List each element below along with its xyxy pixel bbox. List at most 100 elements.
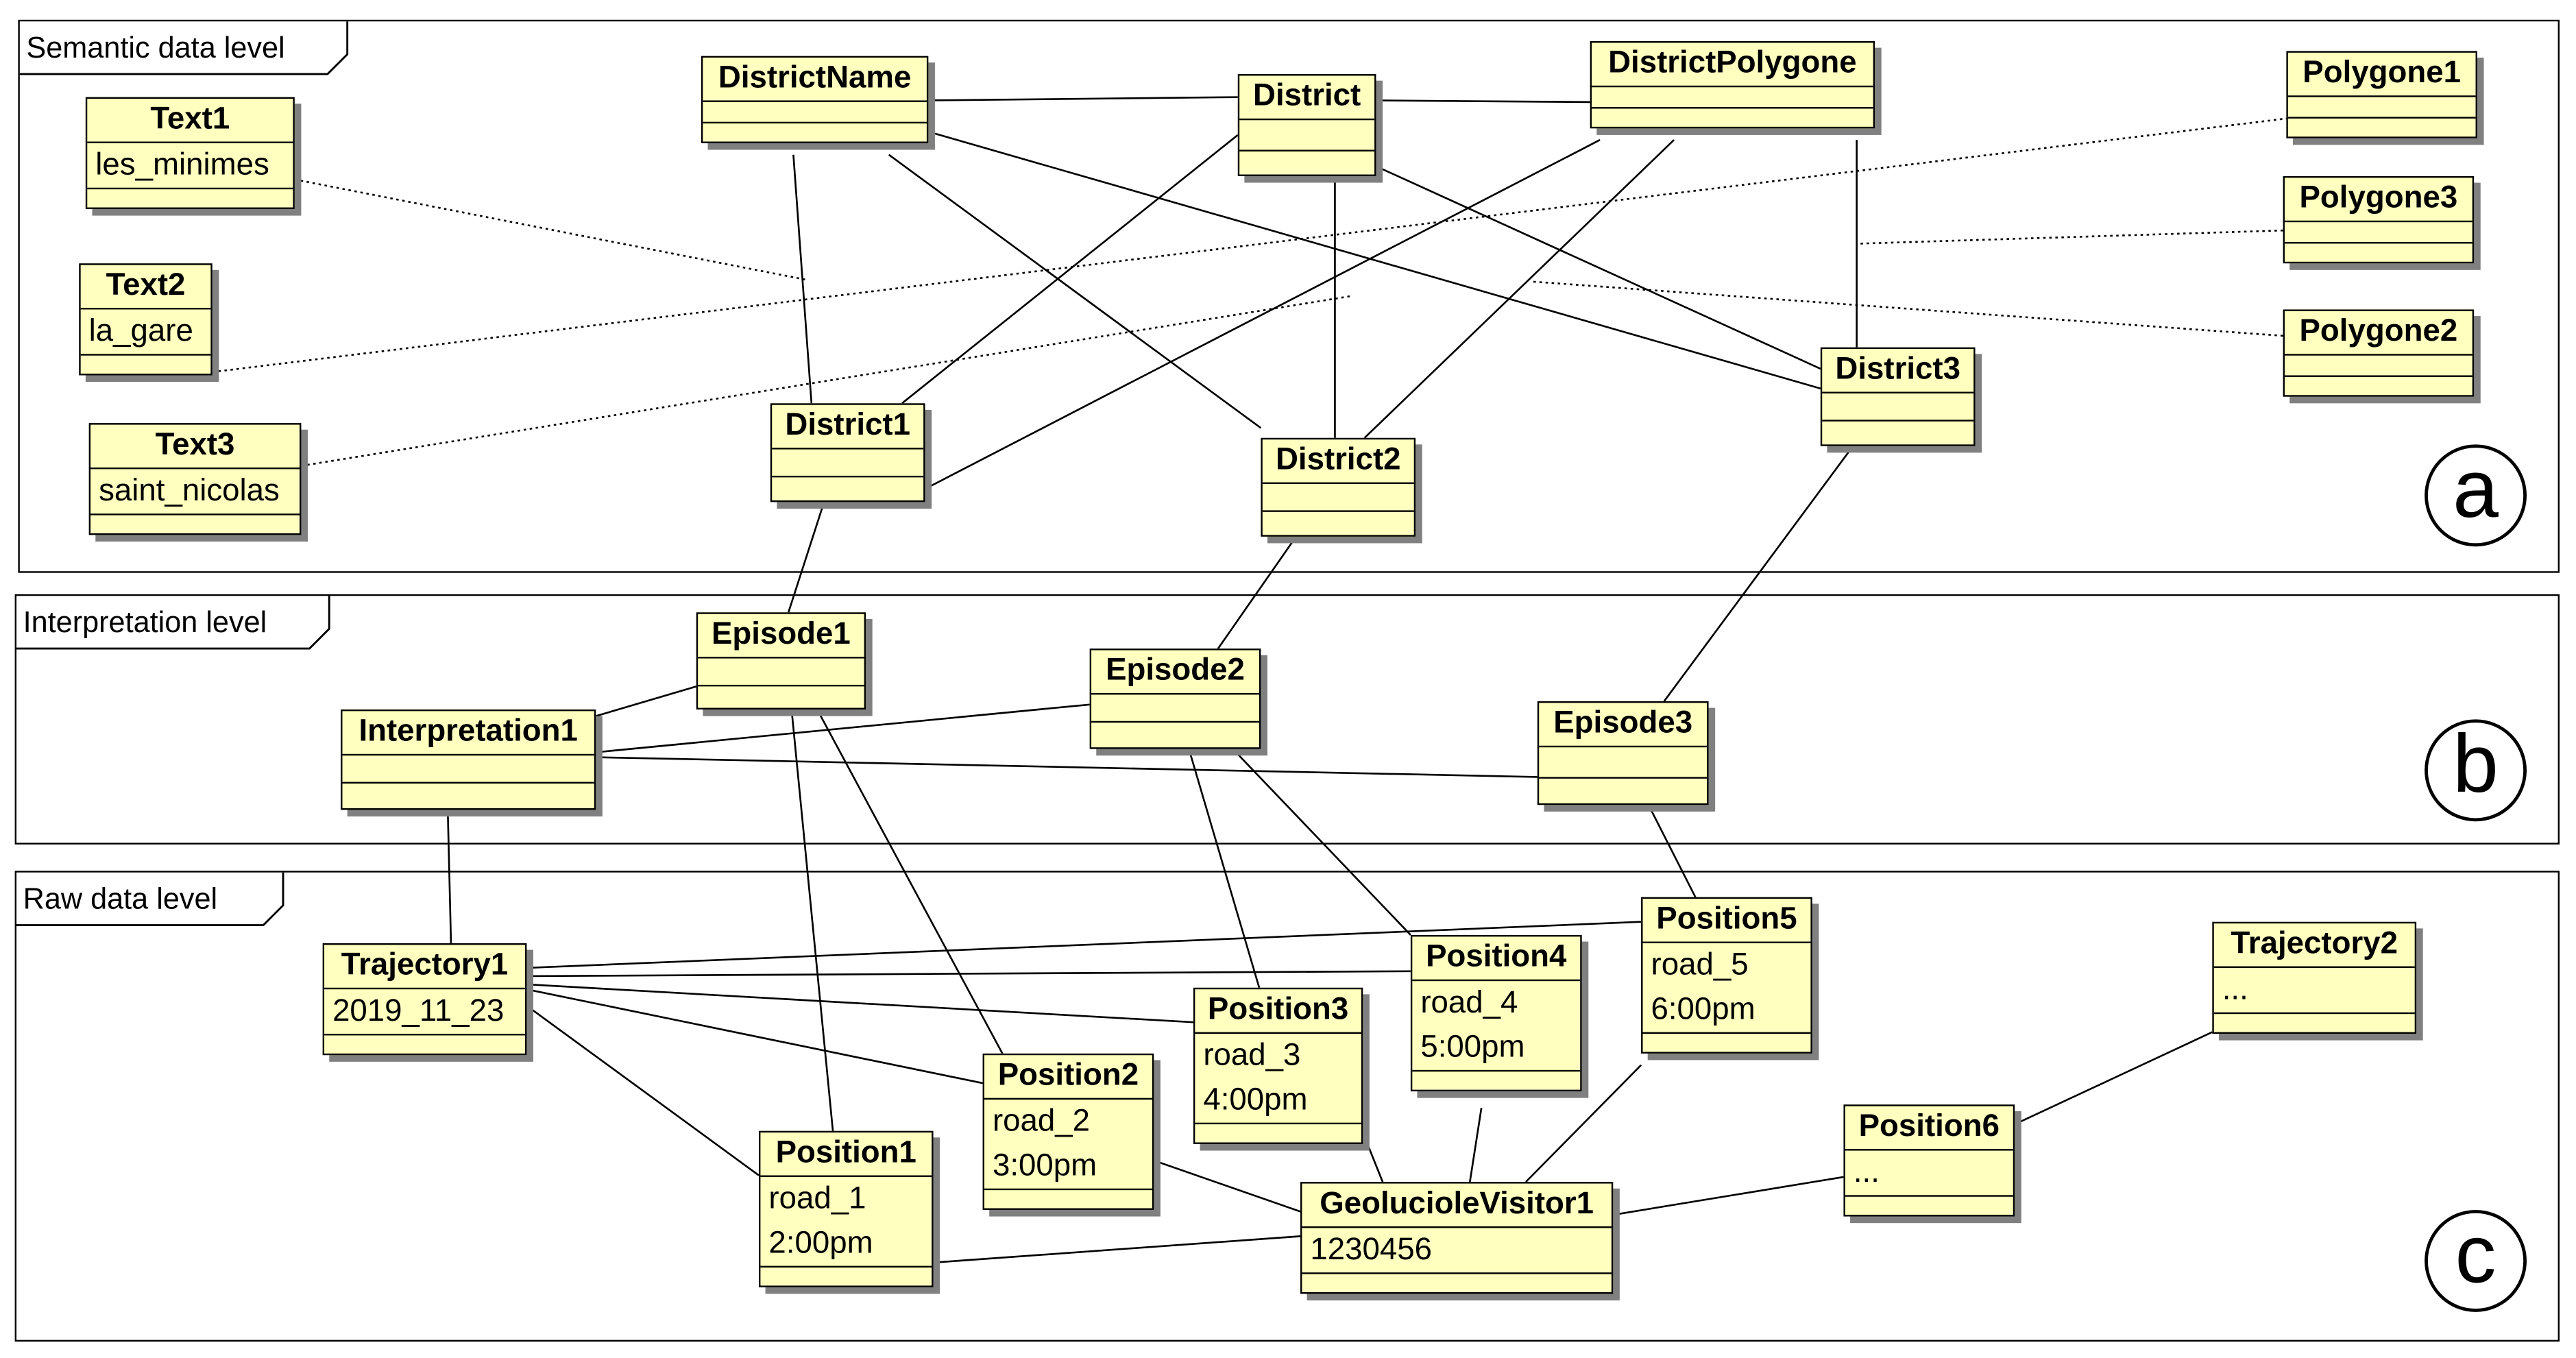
node-attribute: road_4 [1420, 986, 1518, 1021]
edge-districtname-district2 [888, 154, 1262, 429]
node-position6[interactable]: Position6 ... [1843, 1104, 2015, 1217]
node-title: Position4 [1412, 936, 1581, 982]
edge-district-districtpolygone [1376, 99, 1590, 104]
node-title: DistrictName [703, 58, 927, 102]
node-text3[interactable]: Text3 saint_nicolas [88, 423, 302, 535]
node-title: Polygone1 [2287, 53, 2476, 97]
edge-position5-visitor1 [1525, 1064, 1642, 1183]
edge-position6-trajectory2 [2014, 1031, 2213, 1126]
edge-polygone2-district [1531, 280, 2283, 337]
level-marker-a: a [2425, 444, 2527, 547]
node-districtpolygone[interactable]: DistrictPolygone [1590, 41, 1875, 129]
node-title: Trajectory2 [2213, 923, 2415, 968]
edge-text2-polygone1 [212, 117, 2287, 374]
node-title: Trajectory1 [324, 945, 526, 990]
node-title: Text3 [90, 425, 300, 470]
node-position2[interactable]: Position2 road_2 3:00pm [982, 1053, 1154, 1210]
edge-interpretation1-episode3 [596, 756, 1538, 778]
node-polygone3[interactable]: Polygone3 [2283, 175, 2475, 264]
node-title: District2 [1262, 439, 1414, 484]
node-title: Text1 [87, 99, 293, 143]
node-title: Polygone2 [2285, 311, 2472, 356]
node-attribute: 2019_11_23 [332, 994, 505, 1029]
node-position1[interactable]: Position1 road_1 2:00pm [758, 1130, 934, 1287]
edge-position6-visitor1 [1613, 1176, 1844, 1216]
edge-trajectory1-position4 [526, 970, 1411, 978]
node-position5[interactable]: Position5 road_5 6:00pm [1641, 897, 1812, 1054]
node-text2[interactable]: Text2 la_gare [79, 263, 212, 376]
edge-trajectory1-position1 [526, 1005, 760, 1176]
node-attribute: ... [2222, 973, 2248, 1008]
panel-semantic-level: Semantic data level [18, 19, 2560, 573]
node-position3[interactable]: Position3 road_3 4:00pm [1193, 987, 1363, 1144]
edge-districtname-district [928, 96, 1238, 101]
node-attribute: saint_nicolas [99, 474, 280, 509]
edge-episode1-position2 [817, 710, 1004, 1054]
edge-polygone3-districtpolygone [1860, 229, 2283, 245]
node-title: DistrictPolygone [1592, 43, 1873, 88]
node-attribute: 6:00pm [1651, 992, 1755, 1028]
edge-districtpolygone-district1 [924, 138, 1601, 490]
node-attribute: 2:00pm [768, 1226, 873, 1261]
node-trajectory2[interactable]: Trajectory2 ... [2212, 921, 2417, 1034]
panel-raw-level: Raw data level [14, 871, 2560, 1342]
edge-position1-visitor1 [933, 1235, 1301, 1264]
node-title: District3 [1822, 349, 1974, 393]
edge-episode2-position3 [1187, 747, 1261, 989]
edge-interpretation1-episode1 [595, 686, 697, 717]
node-polygone1[interactable]: Polygone1 [2286, 51, 2477, 138]
node-title: District [1239, 75, 1375, 121]
node-attribute: road_5 [1651, 948, 1749, 983]
edge-position2-visitor1 [1153, 1159, 1301, 1213]
node-attribute: road_2 [992, 1104, 1091, 1139]
node-district2[interactable]: District2 [1261, 437, 1416, 537]
node-attribute: 5:00pm [1420, 1030, 1525, 1065]
level-label-interpretation: Interpretation level [23, 605, 267, 638]
panel-tab-interpretation: Interpretation level [16, 596, 330, 650]
node-title: Episode1 [698, 614, 864, 659]
node-title: Episode2 [1091, 651, 1259, 695]
node-district1[interactable]: District1 [770, 403, 925, 502]
level-label-semantic: Semantic data level [26, 30, 285, 64]
edge-position3-visitor1 [1362, 1132, 1384, 1183]
node-episode1[interactable]: Episode1 [696, 612, 866, 710]
node-attribute: les_minimes [95, 148, 269, 183]
edge-position4-visitor1 [1469, 1107, 1483, 1183]
edge-district-district1 [901, 134, 1239, 404]
node-title: Position6 [1845, 1106, 2013, 1151]
node-position4[interactable]: Position4 road_4 5:00pm [1410, 934, 1582, 1092]
panel-tab-raw: Raw data level [16, 872, 284, 926]
node-title: Position5 [1642, 899, 1811, 943]
level-marker-b: b [2425, 719, 2527, 822]
node-districtname[interactable]: DistrictName [701, 56, 929, 143]
node-episode2[interactable]: Episode2 [1089, 648, 1261, 749]
node-geoluciolevisitor1[interactable]: GeolucioleVisitor1 1230456 [1300, 1182, 1614, 1294]
node-attribute: ... [1853, 1155, 1880, 1191]
panel-interpretation-level: Interpretation level [14, 594, 2560, 845]
node-title: Polygone3 [2285, 178, 2472, 223]
edge-text1-district1 [294, 178, 807, 281]
node-polygone2[interactable]: Polygone2 [2283, 309, 2475, 397]
edge-text3-districtpolygone [301, 295, 1350, 467]
edge-episode3-position5 [1645, 799, 1697, 898]
node-episode3[interactable]: Episode3 [1537, 701, 1709, 805]
node-district3[interactable]: District3 [1820, 347, 1976, 446]
edge-episode1-position1 [790, 711, 834, 1131]
node-interpretation1[interactable]: Interpretation1 [341, 709, 596, 810]
node-title: GeolucioleVisitor1 [1302, 1184, 1612, 1228]
node-title: District1 [772, 405, 924, 450]
edge-district-district3 [1375, 165, 1821, 370]
node-title: Episode3 [1539, 703, 1708, 748]
node-title: Text2 [80, 265, 211, 310]
node-attribute: 3:00pm [992, 1149, 1097, 1184]
edge-districtpolygone-district2 [1363, 139, 1675, 439]
node-attribute: 4:00pm [1203, 1083, 1308, 1118]
node-attribute: la_gare [88, 314, 193, 350]
node-title: Position2 [984, 1055, 1152, 1100]
node-district[interactable]: District [1237, 74, 1376, 176]
node-trajectory1[interactable]: Trajectory1 2019_11_23 [322, 943, 527, 1056]
node-title: Interpretation1 [342, 711, 594, 756]
node-title: Position1 [760, 1132, 932, 1177]
node-text1[interactable]: Text1 les_minimes [85, 97, 295, 209]
